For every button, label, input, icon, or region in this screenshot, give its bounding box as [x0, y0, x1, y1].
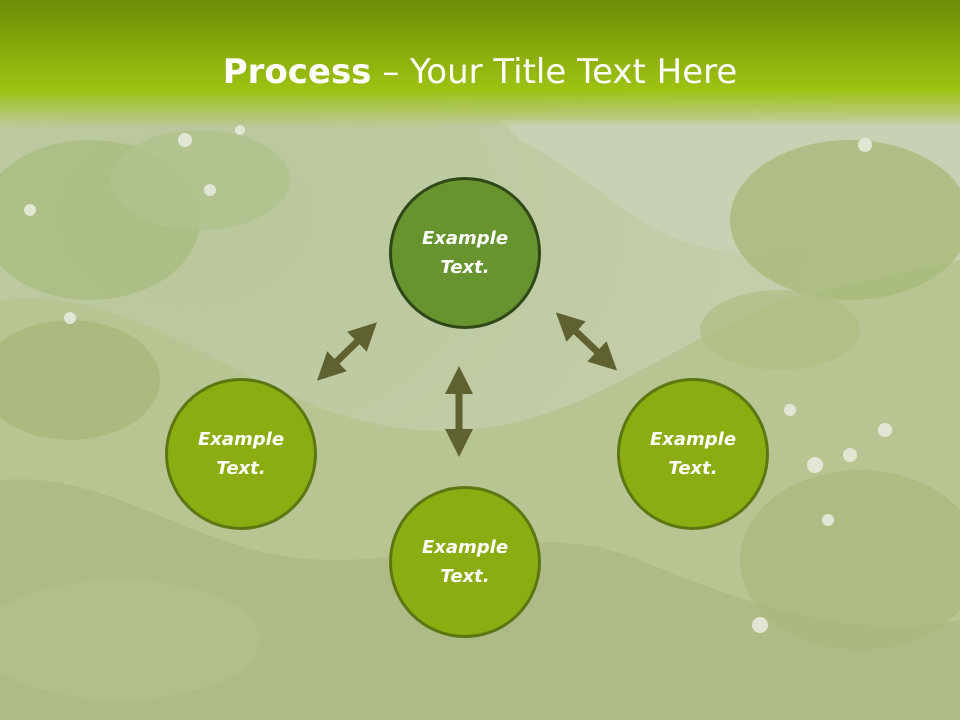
- node-bottom[interactable]: Example Text.: [389, 486, 541, 638]
- node-top[interactable]: Example Text.: [389, 177, 541, 329]
- node-bottom-line2: Text.: [440, 566, 490, 587]
- node-bottom-line1: Example: [421, 537, 509, 558]
- arrow-top-right: [555, 312, 618, 371]
- node-top-line1: Example: [421, 228, 509, 249]
- node-left-line1: Example: [197, 429, 285, 450]
- node-left-line2: Text.: [216, 458, 266, 479]
- title-bar: [0, 0, 960, 128]
- node-left[interactable]: Example Text.: [165, 378, 317, 530]
- title-rest: – Your Title Text Here: [371, 52, 738, 92]
- node-top-line2: Text.: [440, 257, 490, 278]
- arrow-top-left: [316, 322, 378, 381]
- node-right-line1: Example: [649, 429, 737, 450]
- node-right-line2: Text.: [668, 458, 718, 479]
- slide-title: Process – Your Title Text Here: [0, 52, 960, 92]
- node-right[interactable]: Example Text.: [617, 378, 769, 530]
- title-bold: Process: [222, 52, 372, 92]
